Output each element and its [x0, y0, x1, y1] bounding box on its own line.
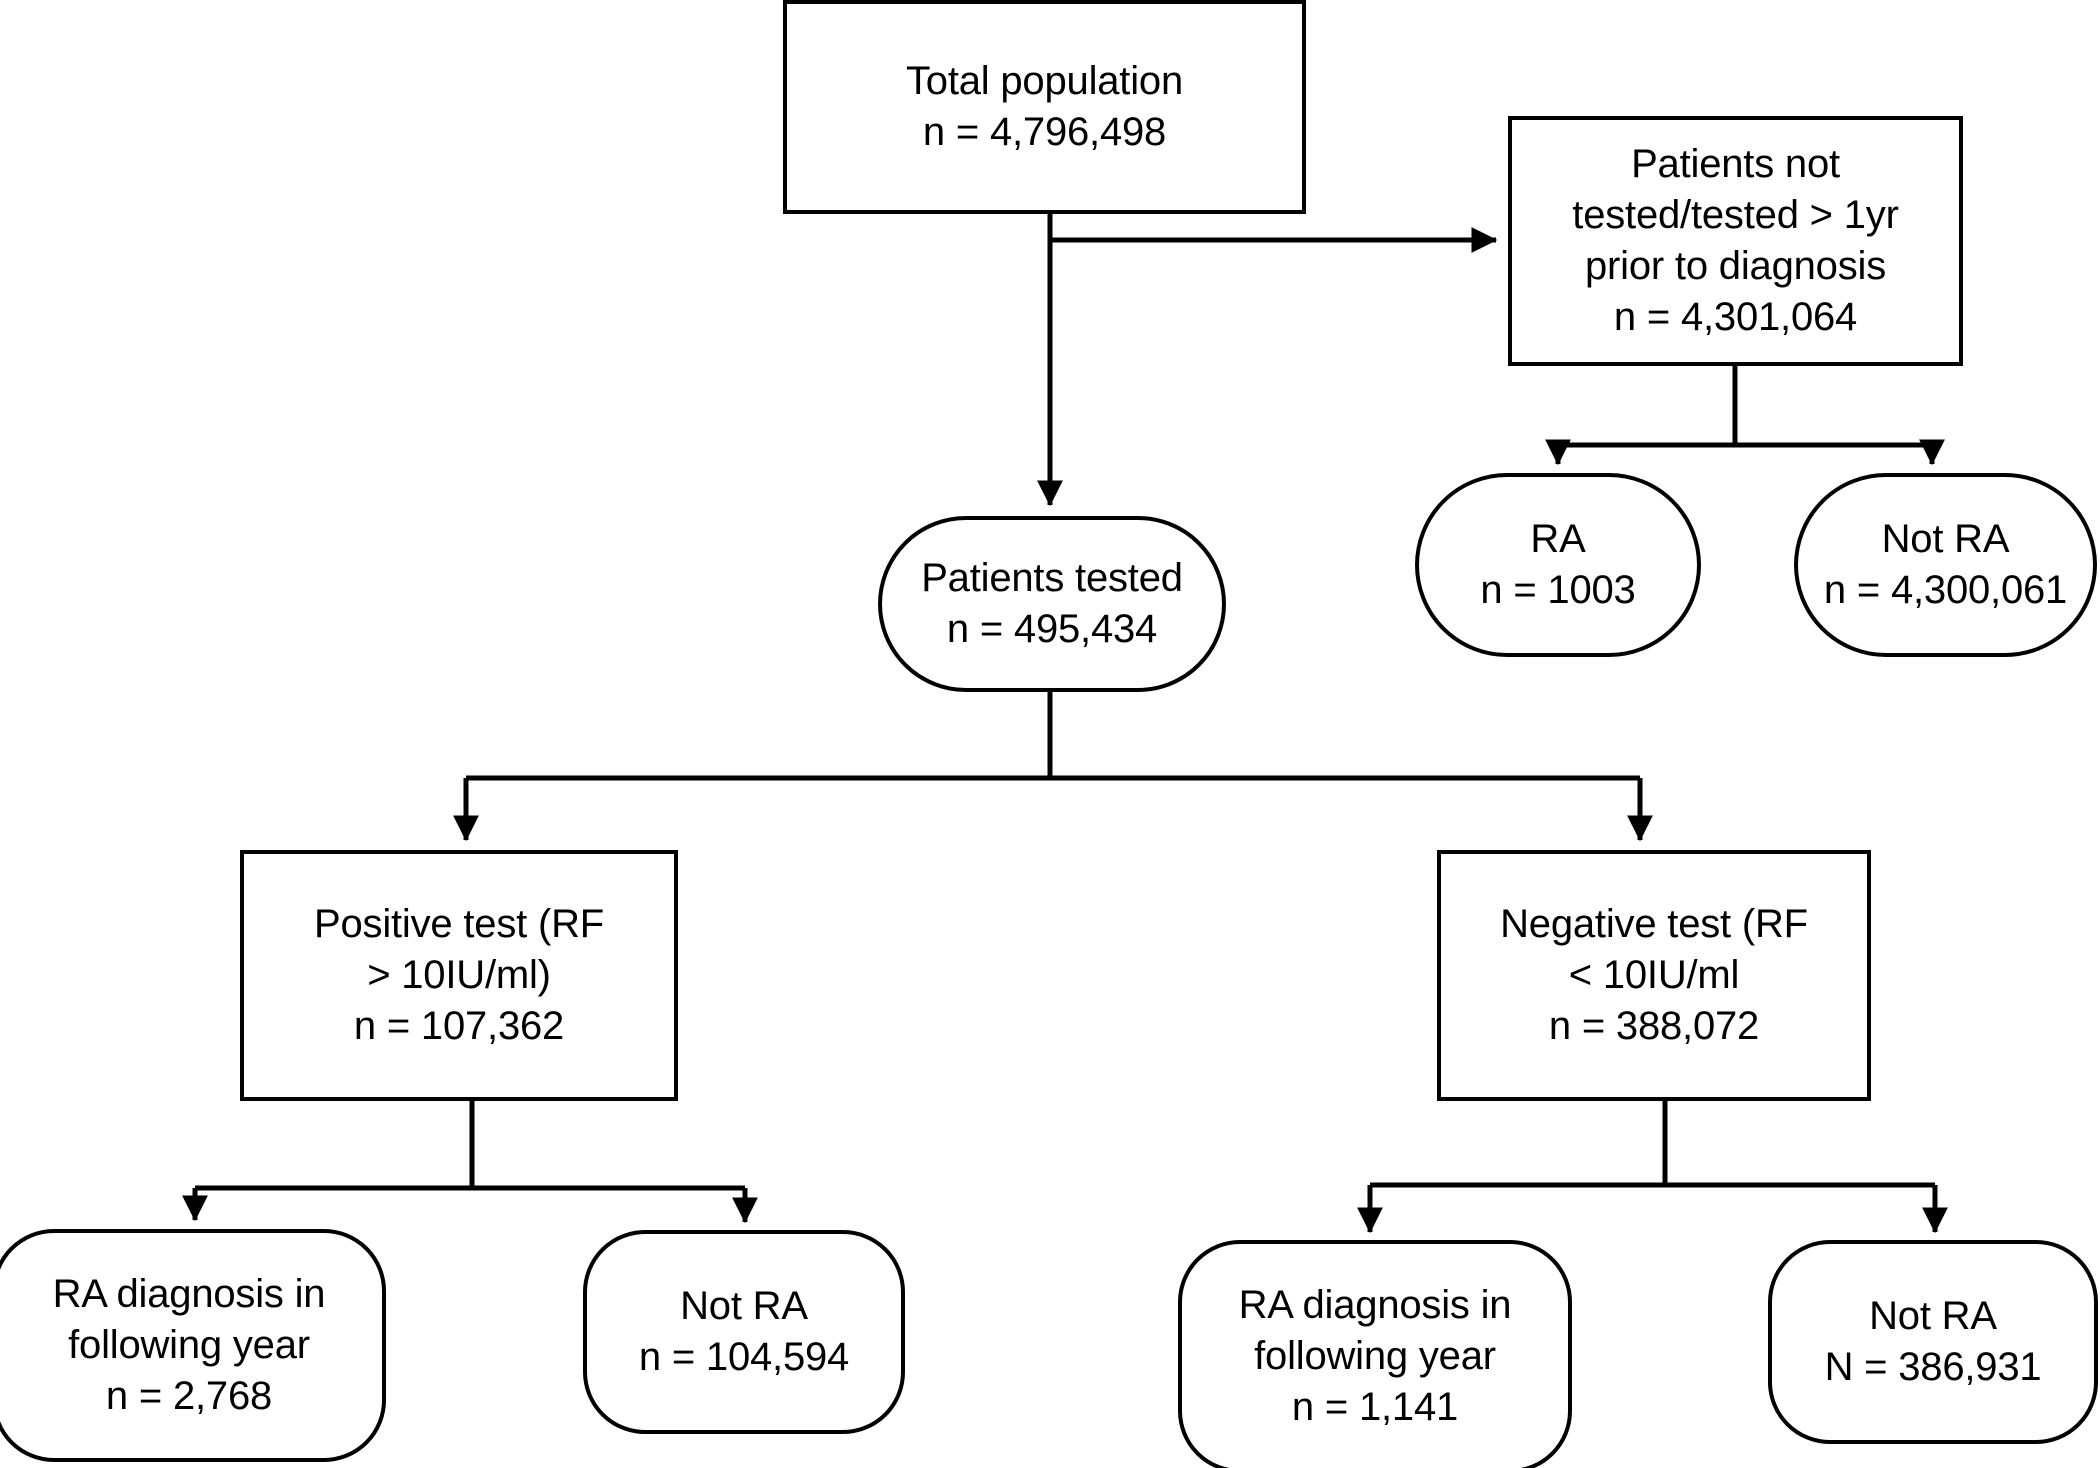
node-patients-not-tested-line-1: Patients not — [1631, 141, 1840, 186]
node-positive-ra-diagnosis-line-1: RA diagnosis in — [52, 1271, 326, 1316]
node-not-tested-not-ra-line-1: Not RA — [1881, 516, 2010, 561]
node-negative-not-ra-line-1: Not RA — [1869, 1293, 1997, 1338]
node-negative-not-ra: Not RA N = 386,931 — [1768, 1240, 2098, 1444]
node-total-population-line-2: n = 4,796,498 — [922, 110, 1167, 154]
node-positive-ra-diagnosis: RA diagnosis in following year n = 2,768 — [0, 1229, 386, 1462]
node-patients-tested-line-2: n = 495,434 — [946, 607, 1158, 651]
node-total-population-line-1: Total population — [905, 58, 1183, 103]
node-negative-ra-diagnosis-line-2: following year — [1254, 1333, 1496, 1378]
node-negative-test-line-2: < 10IU/ml — [1568, 952, 1740, 997]
node-positive-not-ra-line-1: Not RA — [680, 1283, 808, 1328]
node-patients-not-tested-line-4: n = 4,301,064 — [1613, 295, 1858, 340]
node-negative-test-line-3: n = 388,072 — [1548, 1004, 1760, 1049]
node-not-tested-ra-line-2: n = 1003 — [1480, 568, 1636, 612]
node-positive-not-ra-line-2: n = 104,594 — [638, 1335, 850, 1379]
node-not-tested-not-ra-line-2: n = 4,300,061 — [1823, 568, 2068, 612]
node-positive-ra-diagnosis-line-2: following year — [68, 1322, 310, 1367]
node-negative-not-ra-line-2: N = 386,931 — [1824, 1345, 2042, 1389]
node-positive-test-line-3: n = 107,362 — [353, 1004, 565, 1049]
node-patients-not-tested-line-3: prior to diagnosis — [1584, 244, 1886, 288]
node-patients-tested: Patients tested n = 495,434 — [878, 516, 1226, 692]
node-patients-tested-line-1: Patients tested — [921, 555, 1183, 600]
node-positive-ra-diagnosis-line-3: n = 2,768 — [105, 1374, 273, 1419]
node-positive-test: Positive test (RF > 10IU/ml) n = 107,362 — [240, 850, 678, 1101]
node-not-tested-ra: RA n = 1003 — [1415, 473, 1701, 657]
node-negative-test-line-1: Negative test (RF — [1500, 901, 1808, 946]
node-not-tested-not-ra: Not RA n = 4,300,061 — [1794, 473, 2097, 657]
node-negative-ra-diagnosis-line-3: n = 1,141 — [1291, 1385, 1459, 1430]
node-negative-test: Negative test (RF < 10IU/ml n = 388,072 — [1437, 850, 1871, 1101]
node-patients-not-tested: Patients not tested/tested > 1yr prior t… — [1508, 116, 1963, 366]
node-positive-not-ra: Not RA n = 104,594 — [583, 1230, 905, 1434]
node-negative-ra-diagnosis-line-1: RA diagnosis in — [1238, 1282, 1512, 1327]
node-negative-ra-diagnosis: RA diagnosis in following year n = 1,141 — [1178, 1240, 1572, 1468]
node-positive-test-line-1: Positive test (RF — [314, 901, 604, 946]
node-patients-not-tested-line-2: tested/tested > 1yr — [1572, 192, 1899, 237]
node-not-tested-ra-line-1: RA — [1530, 516, 1586, 561]
node-total-population: Total population n = 4,796,498 — [783, 0, 1306, 214]
node-positive-test-line-2: > 10IU/ml) — [367, 952, 551, 997]
